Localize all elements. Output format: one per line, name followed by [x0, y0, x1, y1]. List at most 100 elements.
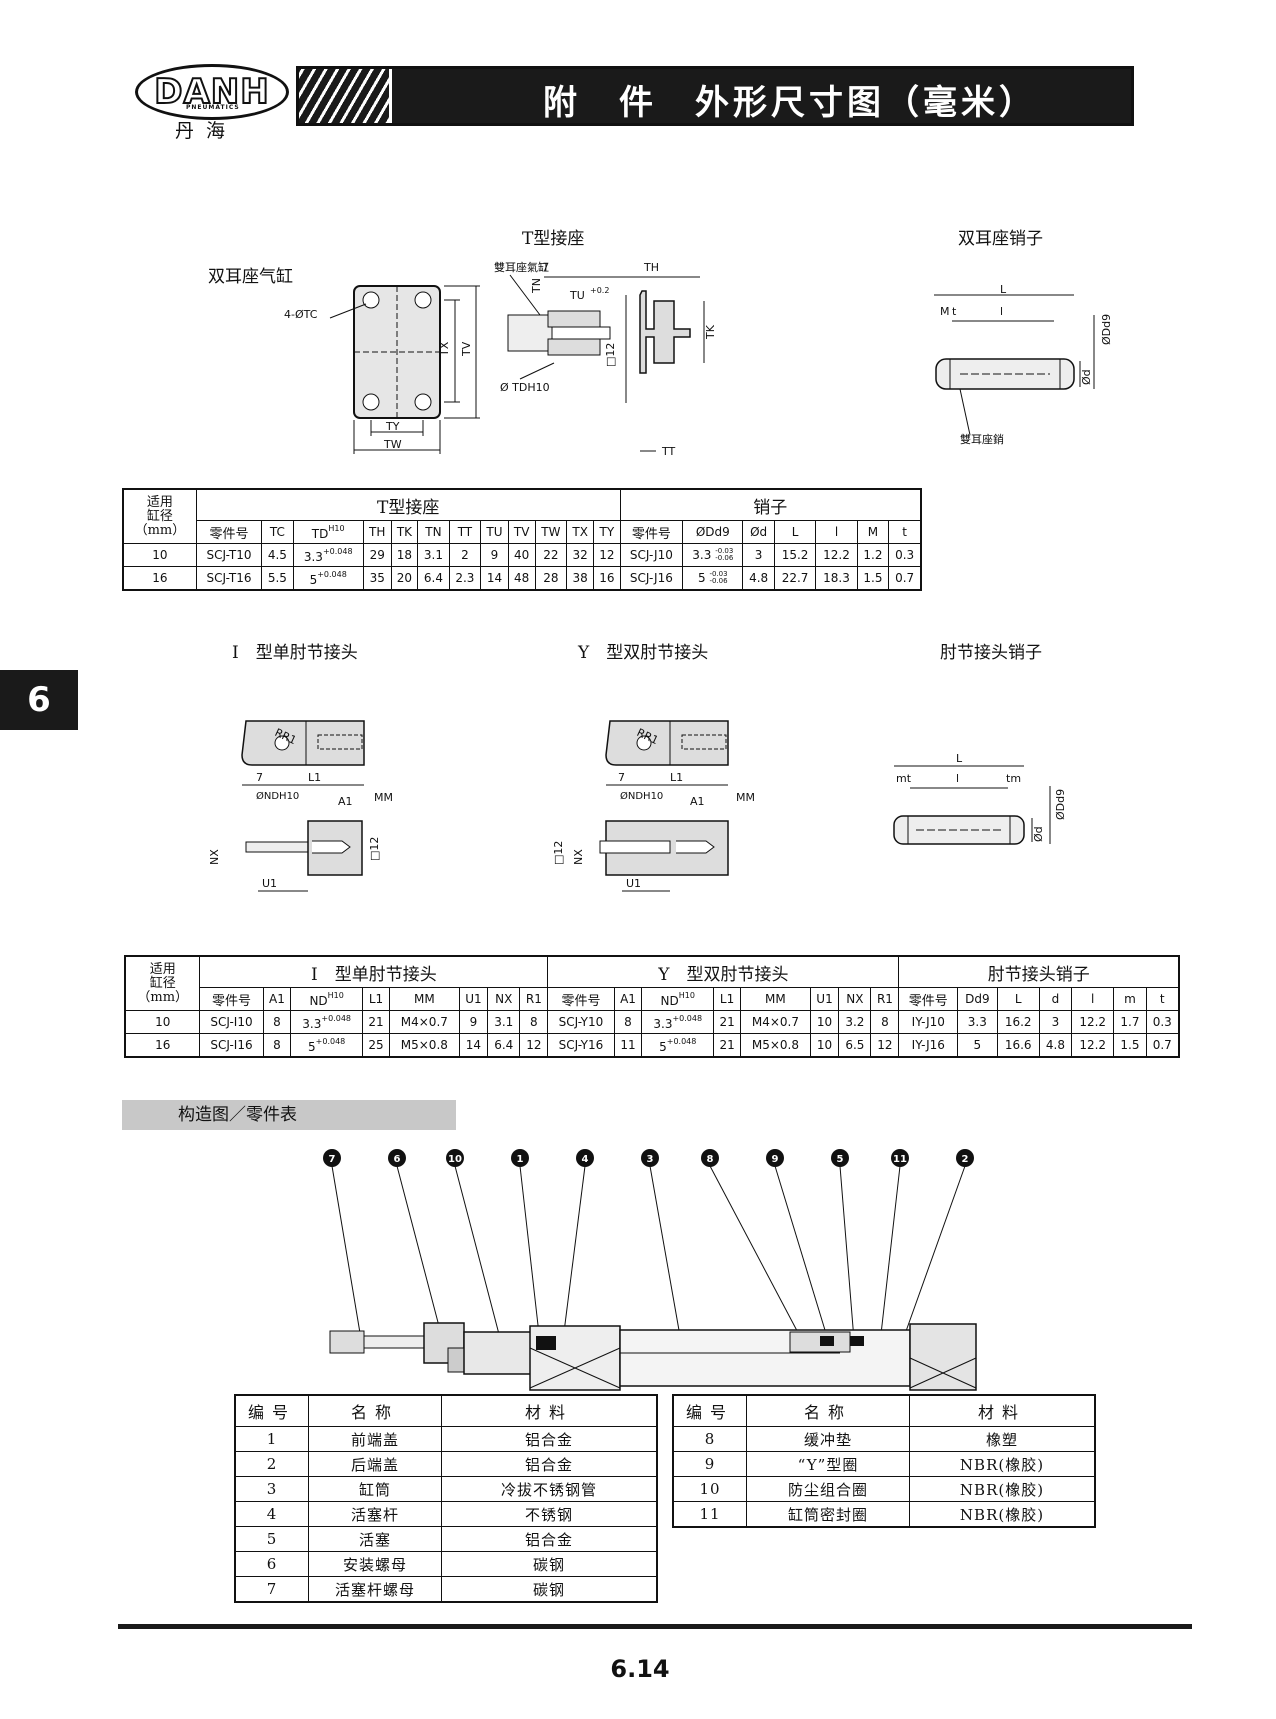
svg-text:10: 10	[448, 1154, 462, 1165]
col-p-l: l	[1071, 987, 1115, 1011]
dim-7: 7	[256, 771, 263, 784]
svg-text:2: 2	[962, 1154, 969, 1165]
dim-sq12-y: □12	[552, 841, 565, 865]
pin-group-header: 销子	[619, 488, 922, 521]
col-L: L	[773, 520, 817, 544]
col-material: 材料	[909, 1394, 1096, 1427]
col-y-a1: A1	[613, 987, 643, 1011]
col-tw: TW	[534, 520, 568, 544]
bore-header: 适用缸径（mm）	[122, 488, 197, 544]
dim-pin-Dd9: ØDd9	[1100, 314, 1113, 345]
dim-tk: TK	[704, 324, 717, 340]
col-pin-part-no: 零件号	[619, 520, 684, 544]
dim-cyl-label: 雙耳座氣缸	[494, 260, 549, 274]
col-p-dd9: Dd9	[957, 987, 998, 1011]
dim-u1: U1	[262, 877, 277, 890]
col-y-part-no: 零件号	[547, 987, 615, 1011]
dim-mm: MM	[374, 791, 393, 804]
col-tv: TV	[507, 520, 536, 544]
dim-pin-t: t	[952, 305, 957, 318]
col-y-l1: L1	[713, 987, 742, 1011]
dim-mm-y: MM	[736, 791, 755, 804]
col-ty: TY	[593, 520, 621, 544]
dim-kp-d: Ød	[1032, 826, 1045, 842]
col-p-d: d	[1038, 987, 1073, 1011]
callout-2: 2	[899, 1149, 974, 1349]
dim-tdh10: Ø TDH10	[500, 381, 550, 394]
svg-text:8: 8	[707, 1154, 714, 1165]
dim-7-y: 7	[618, 771, 625, 784]
dim-pin-l: l	[1000, 305, 1003, 318]
page-number: 6.14	[610, 1655, 670, 1683]
dim-tt: TT	[661, 445, 676, 458]
dim-sq12: □12	[604, 343, 617, 367]
dim-ndh10-y: ØNDH10	[620, 790, 663, 802]
page-title-bar: 附 件 外形尺寸图（毫米）	[296, 66, 1134, 126]
col-tn: TN	[417, 520, 450, 544]
i-type-title: I 型单肘节接头	[232, 643, 358, 663]
knuckle-pin-group-header: 肘节接头销子	[898, 955, 1180, 988]
col-p-t: t	[1145, 987, 1180, 1011]
callout-1: 1	[511, 1149, 541, 1344]
dim-tn: TN	[530, 278, 543, 294]
col-p-L: L	[996, 987, 1040, 1011]
t-seat-side-drawing: 雙耳座氣缸 7 TH TN TU +0.2 □12 TK Ø TDH10 TT	[494, 260, 717, 458]
col-i-mm: MM	[389, 987, 460, 1011]
callout-5: 5	[831, 1149, 855, 1341]
col-y-r1: R1	[870, 987, 900, 1011]
col-name: 名称	[308, 1394, 442, 1427]
col-p-part-no: 零件号	[898, 987, 959, 1011]
col-no: 编号	[234, 1394, 309, 1427]
col-m: M	[856, 520, 890, 544]
callout-7: 7	[323, 1149, 361, 1334]
col-i-nd: NDH10	[290, 987, 363, 1011]
dim-pin-L: L	[1000, 283, 1007, 296]
i-type-group-header: I 型单肘节接头	[199, 955, 549, 988]
col-no: 编号	[672, 1394, 747, 1427]
knuckle-pin-drawing: L mt tm l ØDd9 Ød	[893, 752, 1067, 845]
dim-kp-Dd9: ØDd9	[1054, 789, 1067, 820]
col-i-a1: A1	[262, 987, 292, 1011]
callout-11: 11	[879, 1149, 909, 1344]
clevis-cylinder-label: 双耳座气缸	[208, 267, 293, 287]
dim-pin-m: M	[940, 305, 950, 318]
dim-a1-y: A1	[690, 795, 705, 808]
svg-text:4: 4	[582, 1154, 589, 1165]
col-i-part-no: 零件号	[199, 987, 264, 1011]
dim-a1: A1	[338, 795, 353, 808]
svg-text:3: 3	[647, 1154, 654, 1165]
clevis-pin-drawing: L M t l ØDd9 Ød 雙耳座銷	[934, 283, 1113, 446]
bore-header: 适用缸径（mm）	[124, 955, 201, 1011]
t-seat-group-header: T型接座	[195, 488, 621, 521]
col-p-m: m	[1113, 987, 1147, 1011]
callout-8: 8	[701, 1149, 805, 1345]
svg-text:5: 5	[837, 1154, 844, 1165]
knuckle-pin-title: 肘节接头销子	[940, 643, 1042, 663]
dim-ty: TY	[385, 420, 400, 433]
t-seat-front-drawing: 4-ØTC TX TV TY TW	[284, 285, 480, 454]
svg-text:9: 9	[772, 1154, 779, 1165]
logo-subtitle: PNEUMATICS	[186, 104, 240, 111]
dim-kp-tm: tm	[1006, 772, 1021, 785]
y-type-knuckle-drawing: RR1 7 L1 ØNDH10 A1 MM □12 NX U1	[552, 720, 755, 892]
svg-text:1: 1	[517, 1154, 524, 1165]
col-i-l1: L1	[361, 987, 391, 1011]
col-t: t	[888, 520, 922, 544]
dim-kp-l: l	[956, 772, 959, 785]
title-stripes	[299, 69, 392, 123]
svg-text:7: 7	[329, 1154, 336, 1165]
col-d: Ød	[742, 520, 775, 544]
